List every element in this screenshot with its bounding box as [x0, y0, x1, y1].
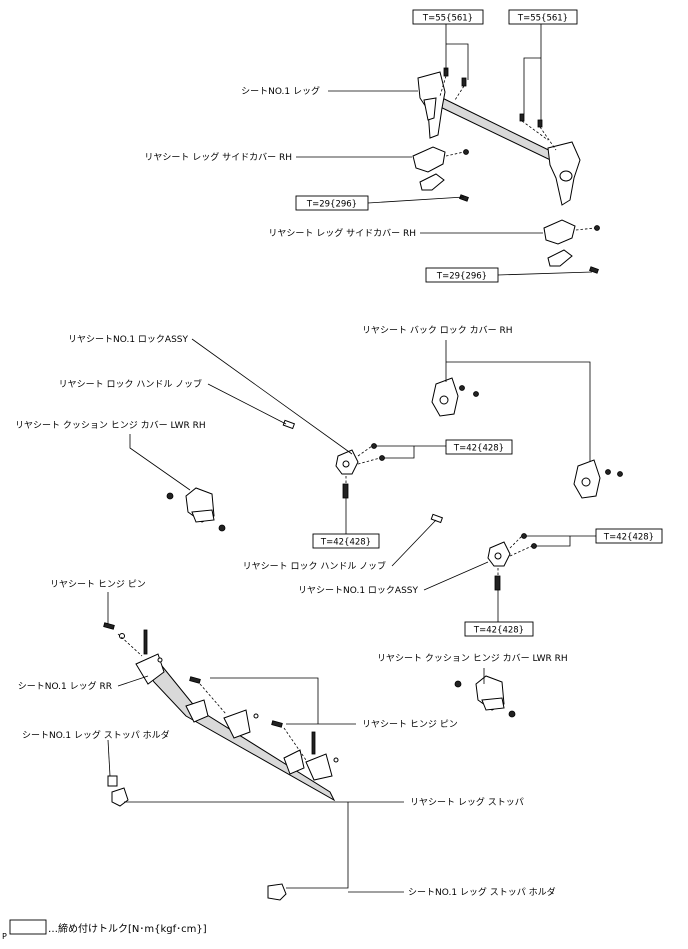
- label-hinge-cover-lwr-2: リヤシート クッション ヒンジ カバー LWR RH: [377, 653, 568, 664]
- seat-leg-rr-assembly: [103, 622, 339, 802]
- torque-box-2: T=55{561}: [508, 9, 578, 25]
- torque-box-7: T=42{428}: [595, 528, 663, 544]
- back-lock-cover-upper: [431, 377, 479, 417]
- handle-knob-1: [282, 419, 296, 430]
- legend-text: …締め付けトルク[N･m{kgf･cm}]: [48, 924, 207, 935]
- label-leg-stopper-holder-2: シートNO.1 レッグ ストッパ ホルダ: [408, 886, 556, 898]
- torque-box-3: T=29{296}: [295, 195, 369, 211]
- handle-knob-2: [430, 513, 444, 524]
- torque-label: T=55{561}: [517, 14, 568, 24]
- label-lock-assy-2: リヤシートNO.1 ロックASSY: [298, 585, 418, 596]
- torque-label: T=55{561}: [422, 14, 473, 24]
- seat-leg-assembly: [417, 67, 581, 206]
- side-cover-rh-1: [412, 146, 469, 202]
- torque-label: T=42{428}: [473, 626, 524, 636]
- legend-torque-box: [9, 919, 47, 935]
- leg-stopper-holder-1: [107, 775, 118, 787]
- label-hinge-cover-lwr-1: リヤシート クッション ヒンジ カバー LWR RH: [15, 420, 206, 431]
- legend-marker: P: [2, 932, 7, 941]
- back-lock-cover-lower: [573, 459, 623, 499]
- torque-label: T=42{428}: [453, 444, 504, 454]
- label-seat-leg-no1: シートNO.1 レッグ: [241, 85, 320, 97]
- label-handle-knob-1: リヤシート ロック ハンドル ノッブ: [59, 378, 202, 390]
- torque-box-6: T=42{428}: [312, 533, 380, 549]
- hinge-cover-lwr-1: [166, 487, 226, 532]
- label-seat-leg-rr: シートNO.1 レッグ RR: [18, 680, 112, 692]
- torque-label: T=42{428}: [320, 538, 371, 548]
- label-back-lock-cover: リヤシート バック ロック カバー RH: [362, 325, 512, 336]
- torque-box-8: T=42{428}: [464, 621, 534, 637]
- torque-label: T=42{428}: [603, 533, 654, 543]
- label-leg-stopper-holder-1: シートNO.1 レッグ ストッパ ホルダ: [22, 729, 170, 741]
- lock-assy-2: [487, 533, 537, 591]
- leg-stopper: [111, 787, 129, 807]
- label-side-cover-rh-1: リヤシート レッグ サイドカバー RH: [144, 151, 292, 163]
- leg-stopper-holder-2: [267, 883, 287, 901]
- torque-box-1: T=55{561}: [412, 9, 484, 25]
- label-leg-stopper: リヤシート レッグ ストッパ: [410, 796, 524, 808]
- lock-assy-1: [335, 443, 385, 499]
- label-handle-knob-2: リヤシート ロック ハンドル ノッブ: [243, 560, 386, 572]
- torque-label: T=29{296}: [306, 200, 357, 210]
- label-hinge-pin-2: リヤシート ヒンジ ピン: [362, 719, 458, 730]
- side-cover-rh-2: [543, 219, 600, 274]
- hinge-cover-lwr-2: [454, 675, 516, 718]
- leader-lines: [107, 24, 596, 893]
- label-side-cover-rh-2: リヤシート レッグ サイドカバー RH: [268, 227, 416, 239]
- label-lock-assy-1: リヤシートNO.1 ロックASSY: [68, 334, 188, 345]
- torque-box-5: T=42{428}: [445, 439, 513, 455]
- torque-label: T=29{296}: [436, 272, 487, 282]
- label-hinge-pin-1: リヤシート ヒンジ ピン: [50, 579, 146, 590]
- torque-box-4: T=29{296}: [425, 267, 499, 283]
